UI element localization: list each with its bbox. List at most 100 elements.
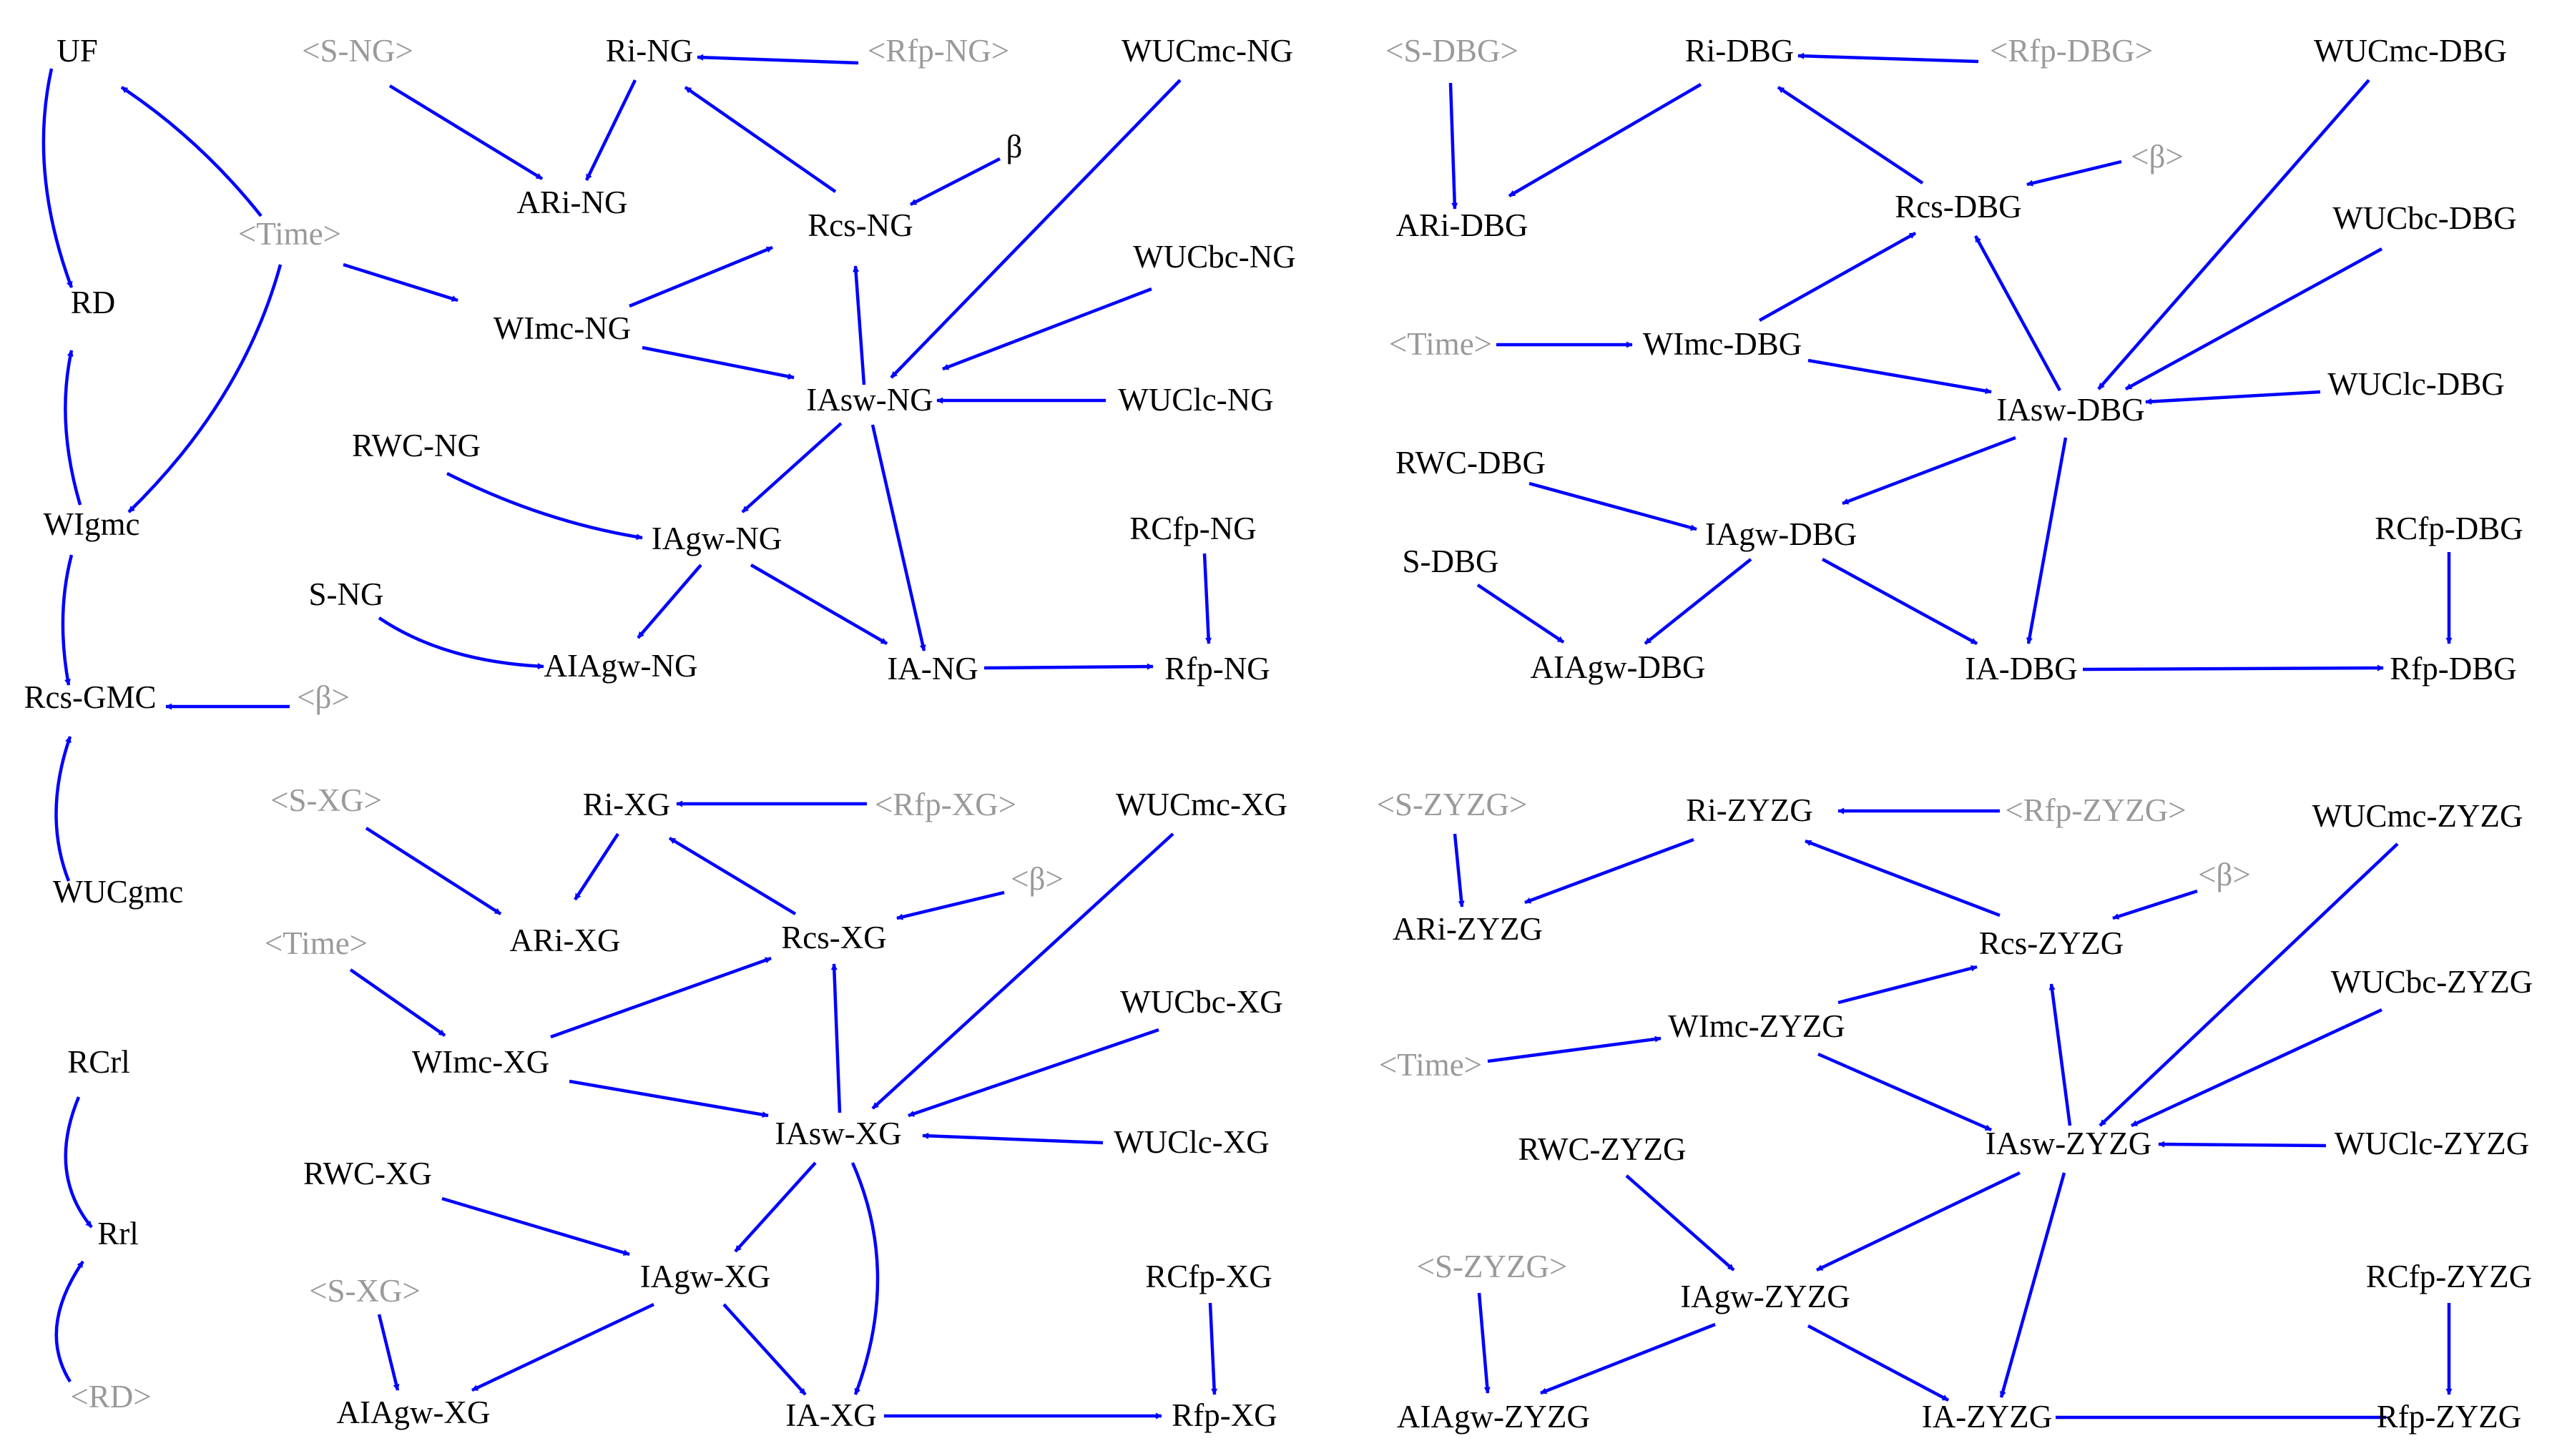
arrow-to-iagw-zyzg — [1625, 1174, 1735, 1271]
arrow-to-iasw-dbg — [2124, 247, 2383, 390]
arrow-to-iasw-ng — [890, 79, 1182, 379]
arrow-to-uf — [120, 86, 262, 217]
node-time-shadow-left: <Time> — [238, 216, 341, 252]
arrow-to-ari-zyzg — [1524, 837, 1694, 905]
arrow-to-iasw-xg — [569, 1079, 769, 1118]
node-rfp-xg: Rfp-XG — [1172, 1397, 1277, 1433]
node-rcfp-dbg: RCfp-DBG — [2375, 511, 2523, 546]
arrow-to-iasw-xg — [908, 1028, 1159, 1118]
arrow-to-aiagw-xg — [471, 1302, 654, 1392]
node-ari-dbg: ARi-DBG — [1395, 207, 1528, 243]
node-rcs-gmc: Rcs-GMC — [24, 679, 156, 715]
node-iasw-ng: IAsw-NG — [806, 382, 933, 418]
node-wuclc-ng: WUClc-NG — [1118, 382, 1273, 418]
node-iagw-ng: IAgw-NG — [652, 521, 782, 556]
node-s-ng-shadow: <S-NG> — [302, 33, 413, 69]
node-wucbc-xg: WUCbc-XG — [1120, 984, 1282, 1020]
node-ri-dbg: Ri-DBG — [1685, 33, 1795, 69]
arrow-to-iasw-zyzg — [2099, 842, 2399, 1127]
node-s-xg-shadow: <S-XG> — [270, 782, 382, 818]
node-time-shadow-dbg: <Time> — [1389, 326, 1492, 362]
node-rcfp-xg: RCfp-XG — [1145, 1259, 1272, 1294]
node-ari-zyzg: ARi-ZYZG — [1393, 911, 1543, 947]
node-rwc-ng: RWC-NG — [352, 428, 481, 463]
arrow-to-iagw-ng — [446, 471, 643, 541]
arrow-to-rfp-dbg — [2082, 664, 2384, 672]
arrow-to-aiagw-dbg — [1476, 584, 1565, 644]
node-wuclc-zyzg: WUClc-ZYZG — [2335, 1126, 2529, 1161]
arrow-to-aiagw-ng — [378, 616, 544, 670]
node-wigmc: WIgmc — [44, 506, 140, 542]
arrow-to-rcs-xg — [550, 956, 772, 1039]
arrow-to-rcs-ng — [909, 157, 1001, 207]
arrow-to-rcs-ng — [629, 245, 773, 308]
node-ia-zyzg: IA-ZYZG — [1922, 1399, 2052, 1435]
arrow-to-iagw-xg — [734, 1161, 817, 1253]
node-ari-ng: ARi-NG — [517, 185, 628, 220]
node-rfp-ng-shadow: <Rfp-NG> — [868, 33, 1009, 69]
arrow-to-ari-ng — [584, 79, 637, 181]
arrow-to-rrl — [54, 1260, 84, 1383]
node-rfp-zyzg-shadow: <Rfp-ZYZG> — [2005, 792, 2186, 828]
node-s-zyzg-shadow: <S-ZYZG> — [1377, 787, 1528, 822]
arrow-to-ari-ng — [388, 84, 544, 180]
arrow-to-rfp-ng — [1202, 553, 1212, 644]
node-aiagw-xg: AIAgw-XG — [337, 1394, 491, 1430]
node-beta-ng: β — [1006, 129, 1023, 164]
arrow-to-ri-zyzg — [1805, 839, 2001, 918]
arrow-to-iasw-dbg — [1807, 358, 1992, 395]
node-s-ng: S-NG — [308, 576, 383, 612]
node-rcrl: RCrl — [67, 1044, 130, 1080]
node-wucmc-zyzg: WUCmc-ZYZG — [2312, 798, 2523, 834]
node-wimc-xg: WImc-XG — [412, 1044, 549, 1080]
arrow-to-wimc-zyzg — [1487, 1036, 1662, 1063]
arrow-to-ari-xg — [574, 832, 619, 901]
node-wucbc-zyzg: WUCbc-ZYZG — [2331, 964, 2533, 1000]
arrow-to-ia-dbg — [2026, 437, 2068, 644]
arrow-to-iagw-dbg — [1842, 436, 2016, 506]
arrow-to-iagw-xg — [441, 1196, 630, 1256]
node-beta-shadow-xg: <β> — [1011, 861, 1064, 897]
node-ri-xg: Ri-XG — [583, 787, 671, 822]
arrow-to-wimc-xg — [349, 968, 446, 1037]
arrow-to-ri-ng — [697, 54, 859, 65]
node-rd-shadow: <RD> — [70, 1379, 151, 1415]
arrow-to-ia-zyzg — [1999, 1172, 2066, 1398]
arrow-to-iasw-dbg — [2097, 79, 2370, 390]
arrow-to-rcs-dbg — [2026, 159, 2122, 187]
arrow-to-iagw-dbg — [1528, 481, 1697, 531]
arrow-to-rcs-xg — [830, 963, 842, 1113]
arrow-to-ia-ng — [870, 424, 926, 651]
node-time-shadow-zyzg: <Time> — [1379, 1047, 1482, 1083]
arrow-to-ri-dbg — [1797, 52, 1979, 64]
arrow-to-rfp-ng — [983, 663, 1154, 670]
node-wimc-zyzg: WImc-ZYZG — [1668, 1008, 1845, 1044]
arrow-to-ia-xg — [850, 1162, 880, 1395]
node-rcfp-zyzg: RCfp-ZYZG — [2366, 1259, 2532, 1294]
arrow-to-iasw-ng — [642, 345, 795, 380]
node-wimc-dbg: WImc-DBG — [1643, 326, 1802, 362]
node-aiagw-zyzg: AIAgw-ZYZG — [1397, 1399, 1590, 1435]
node-uf: UF — [57, 33, 98, 69]
arrow-to-aiagw-zyzg — [1477, 1292, 1491, 1394]
node-s-xg-shadow-2: <S-XG> — [309, 1273, 421, 1309]
arrow-to-ri-dbg — [1777, 86, 1924, 185]
node-beta-shadow-zyzg: <β> — [2198, 857, 2251, 892]
arrow-to-ia-xg — [722, 1303, 807, 1396]
arrow-to-ri-ng — [684, 86, 837, 193]
arrow-to-ia-dbg — [1821, 558, 1978, 645]
node-iagw-dbg: IAgw-DBG — [1705, 516, 1857, 552]
node-rrl: Rrl — [97, 1216, 139, 1251]
arrow-to-rd — [41, 68, 74, 288]
arrow-to-rd — [64, 350, 82, 506]
node-s-zyzg-shadow-2: <S-ZYZG> — [1417, 1249, 1568, 1284]
arrow-to-iasw-dbg — [2145, 390, 2321, 405]
arrow-to-aiagw-dbg — [1644, 558, 1752, 645]
node-time-shadow-xg: <Time> — [265, 925, 368, 961]
node-rfp-xg-shadow: <Rfp-XG> — [875, 787, 1016, 822]
node-rcs-zyzg: Rcs-ZYZG — [1979, 925, 2124, 961]
node-iasw-xg: IAsw-XG — [775, 1116, 901, 1151]
arrow-to-rcs-ng — [853, 265, 866, 385]
